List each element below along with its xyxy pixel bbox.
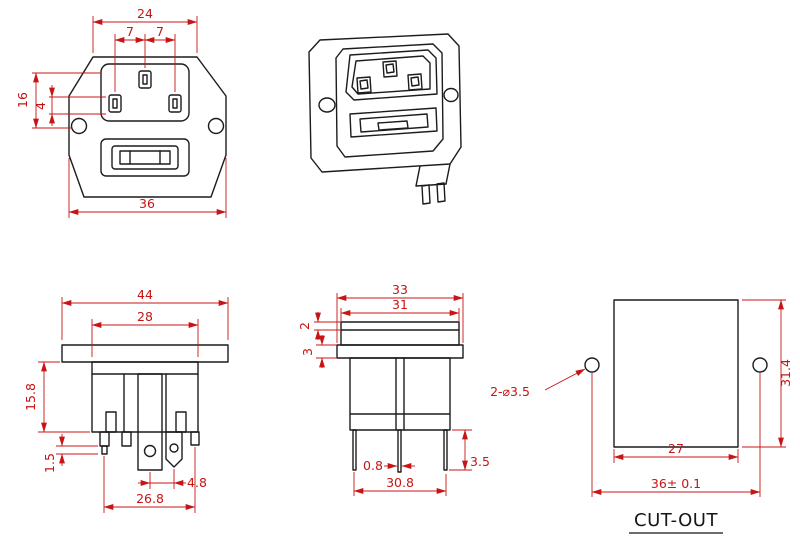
perspective-line-pin <box>356 76 372 94</box>
back-dim-flange-width-label: 44 <box>137 287 153 302</box>
perspective-bottom-terminals <box>415 163 451 205</box>
cutout-dim-hole-spacing-label: 36± 0.1 <box>651 476 701 491</box>
dim-side-pin-thickness: 0.8 <box>363 458 415 473</box>
front-fuse-drawer <box>100 138 190 177</box>
side-dim-body-width-label: 31 <box>392 297 408 312</box>
dim-front-overall-width: 36 <box>68 158 227 218</box>
cutout-hole-right <box>752 357 768 373</box>
back-view-part <box>61 344 229 471</box>
back-terminals <box>99 431 200 468</box>
dim-side-flange-width: 33 <box>336 282 464 343</box>
dim-front-pin-offset: 4 <box>33 85 106 126</box>
dim-cutout-hole-spacing: 36± 0.1 <box>591 373 761 497</box>
dim-cutout-opening-width: 27 <box>613 441 739 463</box>
perspective-earth-pin <box>382 60 398 78</box>
dim-back-tab-thickness: 1.5 <box>42 434 98 473</box>
side-dim-lip-height-label: 2 <box>297 322 312 330</box>
side-pins <box>352 429 448 473</box>
dim-side-pin-length: 3.5 <box>449 429 490 471</box>
front-view-part <box>68 56 227 198</box>
cutout-opening-rect <box>613 299 739 448</box>
front-dim-overall-width-label: 36 <box>139 196 155 211</box>
front-earth-pin <box>138 70 152 89</box>
side-view-part <box>336 321 464 473</box>
back-fuse-tube <box>137 373 163 471</box>
back-flange <box>61 344 229 363</box>
side-dim-flange-width-label: 33 <box>392 282 408 297</box>
dim-front-pin-pitch: 7 7 <box>114 24 176 92</box>
perspective-view <box>308 33 462 205</box>
back-dim-tab-thickness-label: 1.5 <box>42 453 57 473</box>
front-mount-hole-left <box>70 117 88 135</box>
back-dim-body-height-label: 15.8 <box>23 383 38 411</box>
side-view: 33 31 2 3 <box>297 282 490 496</box>
front-line-pin <box>108 94 122 113</box>
perspective-neutral-pin <box>407 73 423 91</box>
back-dim-terminal-offset-label: 4.8 <box>187 475 207 490</box>
front-view: 24 7 7 16 <box>15 6 227 218</box>
side-body <box>349 357 451 431</box>
dim-back-flange-width: 44 <box>61 287 229 340</box>
cutout-title: CUT-OUT <box>629 510 723 534</box>
dim-back-pin-span: 26.8 <box>103 447 196 513</box>
dim-cutout-height: 31.4 <box>742 299 793 448</box>
dim-side-pin-span: 30.8 <box>353 472 447 496</box>
front-dim-pin-offset-label: 4 <box>33 102 48 110</box>
dim-front-top-width: 24 <box>92 6 198 53</box>
cutout-dimensions: 2-⌀3.5 31.4 27 36± 0.1 <box>490 299 793 497</box>
perspective-body-outline <box>335 43 444 158</box>
back-view-dimensions: 44 28 15.8 1.5 <box>23 287 229 513</box>
side-dim-pin-length-label: 3.5 <box>470 454 490 469</box>
front-dim-top-width-label: 24 <box>137 6 153 21</box>
cutout-dim-opening-width-label: 27 <box>668 441 684 456</box>
side-dim-flange-thickness-label: 3 <box>300 348 315 356</box>
front-dim-pin-pitch-right-label: 7 <box>156 24 164 39</box>
dim-front-height: 16 <box>15 72 101 129</box>
front-neutral-pin <box>168 94 182 113</box>
perspective-fuse-drawer <box>349 107 438 138</box>
perspective-mount-hole-left <box>318 97 336 113</box>
cutout-geometry <box>584 299 768 448</box>
side-view-dimensions: 33 31 2 3 <box>297 282 490 496</box>
perspective-flange-outline <box>308 33 462 173</box>
cutout-dim-height-label: 31.4 <box>778 359 793 387</box>
dim-back-body-width: 28 <box>91 309 199 357</box>
dim-cutout-holes-note: 2-⌀3.5 <box>490 368 586 399</box>
side-dim-pin-span-label: 30.8 <box>386 475 414 490</box>
front-dim-height-label: 16 <box>15 92 30 108</box>
back-dim-pin-span-label: 26.8 <box>136 491 164 506</box>
dim-side-flange-thickness: 3 <box>300 335 337 368</box>
side-shroud <box>340 321 460 346</box>
front-dim-pin-pitch-left-label: 7 <box>126 24 134 39</box>
cutout-view: 2-⌀3.5 31.4 27 36± 0.1 CUT-OUT <box>490 299 793 534</box>
front-mount-hole-right <box>207 117 225 135</box>
side-dim-pin-thickness-label: 0.8 <box>363 458 383 473</box>
dim-back-terminal-offset: 4.8 <box>138 469 207 490</box>
front-view-dimensions: 24 7 7 16 <box>15 6 227 218</box>
cutout-holes-note-label: 2-⌀3.5 <box>490 384 530 399</box>
dim-back-body-height: 15.8 <box>23 361 90 433</box>
perspective-mount-hole-right <box>443 87 459 103</box>
perspective-inlet-shroud <box>345 49 438 101</box>
front-flange-outline <box>68 56 227 198</box>
cutout-hole-left <box>584 357 600 373</box>
back-view: 44 28 15.8 1.5 <box>23 287 229 513</box>
dim-side-lip-height: 2 <box>297 312 341 340</box>
back-body <box>91 361 199 433</box>
cutout-title-label: CUT-OUT <box>634 510 718 531</box>
side-flange <box>336 344 464 359</box>
dim-side-body-width: 31 <box>340 297 460 322</box>
back-dim-body-width-label: 28 <box>137 309 153 324</box>
